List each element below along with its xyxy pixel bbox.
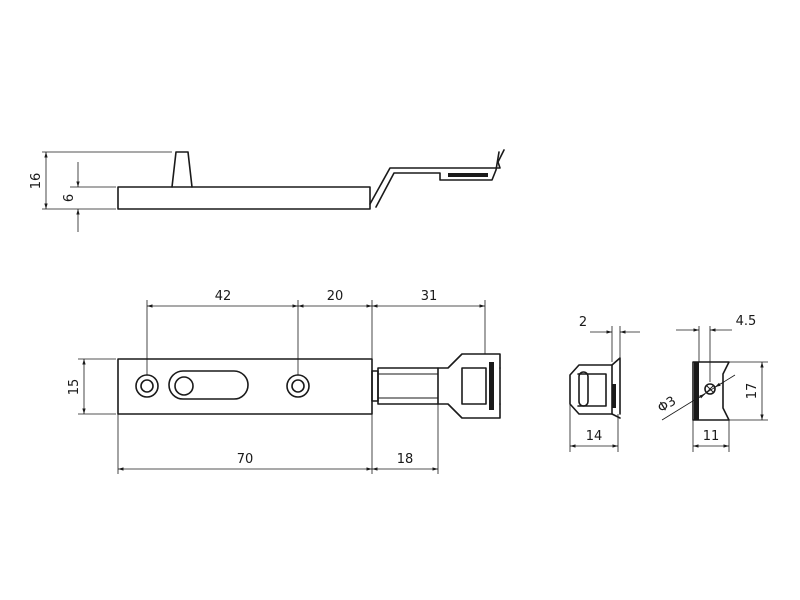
side-view-base-plate — [117, 186, 371, 210]
dim-hole-spacing-label: 42 — [215, 289, 232, 304]
keeper-dim-depth-label: 14 — [586, 429, 603, 444]
front-view-hole-right-outer — [286, 374, 310, 398]
side-view-bolt-strip — [448, 173, 488, 177]
side-view-bolt-upper — [369, 149, 505, 205]
keeper-side-flange-bottom — [611, 413, 621, 419]
dim-mid-span-label: 20 — [327, 289, 344, 304]
front-view-bolt-head-bottom — [437, 403, 501, 419]
front-view-hole-left-outer — [135, 374, 159, 398]
front-view-slot-outer — [168, 370, 249, 400]
front-view: 42 20 31 15 70 18 — [67, 289, 501, 474]
keeper-dim-width-label: 11 — [703, 429, 720, 444]
front-view-bolt-collar — [371, 370, 379, 402]
keeper-dia-arrow-1 — [694, 393, 706, 401]
side-view: 16 6 — [29, 149, 505, 232]
keeper-dia-arrow-2 — [714, 381, 725, 388]
side-view-bolt-lower — [375, 151, 500, 208]
keeper-side-strip — [612, 384, 616, 408]
dim-bolt-length-label: 18 — [397, 452, 414, 467]
dim-base-height-label: 6 — [62, 194, 77, 202]
keeper-side-view: 2 14 — [569, 315, 640, 452]
dim-bolt-extension-label: 31 — [421, 289, 438, 304]
keeper-front-view: 4.5 17 11 Φ3 — [655, 314, 768, 452]
front-view-body — [117, 358, 373, 415]
keeper-side-slot — [578, 371, 589, 407]
keeper-side-inner — [577, 373, 607, 407]
front-view-hole-left-inner — [140, 379, 154, 393]
keeper-front-hole — [704, 383, 716, 395]
dim-body-length-label: 70 — [237, 452, 254, 467]
keeper-dim-height-label: 17 — [745, 383, 760, 400]
dim-height-label: 15 — [67, 379, 82, 396]
front-view-bolt-head-top — [437, 353, 501, 369]
keeper-dim-offset-label: 4.5 — [736, 314, 757, 329]
front-view-knob-base — [174, 376, 194, 396]
front-view-bolt-shaft — [377, 367, 439, 405]
keeper-dim-thickness-label: 2 — [579, 315, 587, 330]
keeper-front-edge — [694, 362, 699, 420]
dim-overall-height-label: 16 — [29, 173, 44, 190]
front-view-bolt-tip — [489, 362, 494, 410]
front-view-hole-right-inner — [291, 379, 305, 393]
keeper-dim-hole-diameter-label: Φ3 — [655, 394, 679, 417]
front-view-bolt-head-slot — [461, 367, 487, 405]
side-view-knob — [171, 151, 193, 188]
